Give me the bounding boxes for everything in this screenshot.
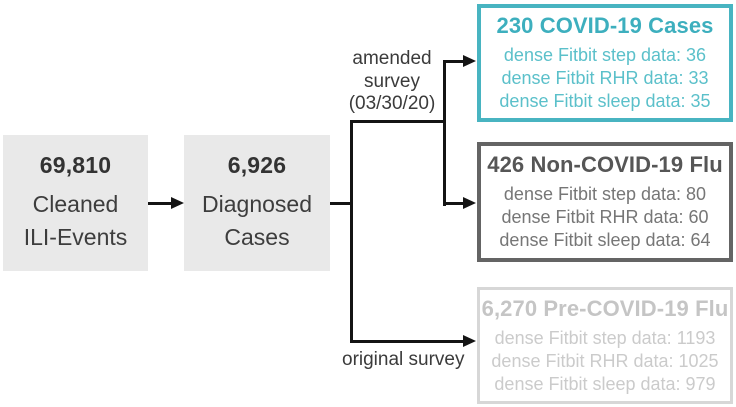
node-diagnosed-cases: 6,926 Diagnosed Cases [184,135,330,271]
node-stat-line: dense Fitbit step data: 1193 [494,327,716,348]
edge-to-noncovid-line [443,201,465,205]
edge-to-precovid-line [350,339,465,343]
edge-label-amended-survey: amended survey (03/30/20) [336,48,448,116]
node-covid-19-cases: 230 COVID-19 Cases dense Fitbit step dat… [477,4,733,122]
arrowhead-icon [463,334,476,347]
node-pre-covid-19-flu: 6,270 Pre-COVID-19 Flu dense Fitbit step… [477,287,733,404]
node-label-line: ILI-Events [23,224,128,250]
node-stat-line: dense Fitbit sleep data: 64 [499,230,711,250]
node-label-line: Cases [224,224,290,250]
edge-label-original-survey: original survey [342,349,465,370]
edge-trunk-vertical-line [350,119,353,343]
node-label-line: Diagnosed [202,191,312,217]
node-title: 426 Non-COVID-19 Flu [487,152,723,177]
node-stat-line: dense Fitbit step data: 36 [503,45,707,65]
node-stat-line: dense Fitbit step data: 80 [503,184,707,204]
arrowhead-icon [463,54,476,67]
node-cleaned-ili-events: 69,810 Cleaned ILI-Events [3,135,148,271]
edge-label-line: amended [352,48,432,69]
node-stat-line: dense Fitbit sleep data: 35 [499,91,711,111]
edge-diagnosed-out-line [330,201,353,205]
node-title: 230 COVID-19 Cases [496,13,714,38]
node-label-line: Cleaned [32,191,119,217]
edge-to-covid-line [443,59,465,63]
node-title: 6,270 Pre-COVID-19 Flu [481,295,729,321]
edge-cleaned-to-diagnosed-line [148,201,173,205]
node-count: 69,810 [39,152,112,178]
edge-amended-branch-line [350,119,446,123]
node-non-covid-19-flu: 426 Non-COVID-19 Flu dense Fitbit step d… [477,142,733,262]
node-stat-line: dense Fitbit RHR data: 1025 [491,350,719,371]
edge-label-line: survey [364,70,420,92]
arrowhead-icon [463,196,476,209]
node-stat-line: dense Fitbit RHR data: 60 [501,207,709,227]
node-stat-line: dense Fitbit sleep data: 979 [494,373,716,394]
arrowhead-icon [171,196,184,209]
edge-amended-split-vertical-line [443,59,446,206]
node-count: 6,926 [227,152,287,178]
edge-label-line: (03/30/20) [348,93,436,114]
node-stat-line: dense Fitbit RHR data: 33 [501,68,709,88]
